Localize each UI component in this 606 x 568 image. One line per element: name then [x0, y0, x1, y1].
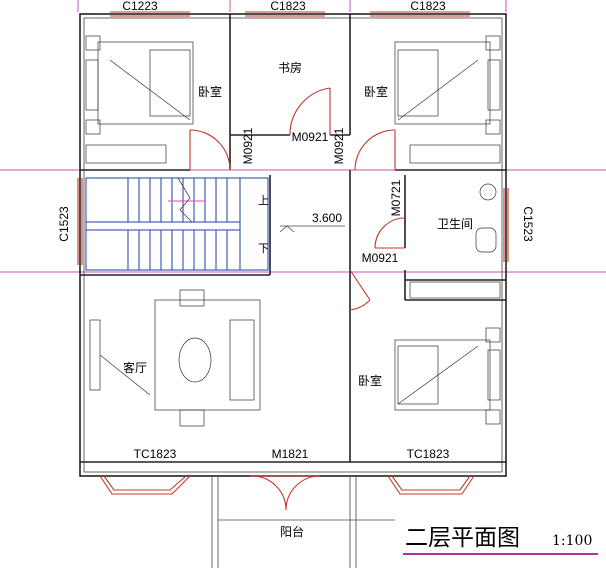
door-codes: M0921 M0921 M0921 M0721 M0921 M1821	[241, 127, 403, 461]
window-code-top-right: C1823	[410, 0, 446, 13]
interior-walls	[80, 14, 506, 463]
door-swings	[189, 87, 406, 311]
door-code-bathroom: M0721	[389, 179, 403, 216]
plan-scale: 1:100	[552, 533, 592, 549]
window-code-bottom-left: TC1823	[134, 447, 177, 461]
room-label-balcony: 阳台	[280, 524, 304, 539]
door-code-bedroom-se: M0921	[362, 251, 399, 265]
bed-se	[394, 327, 501, 425]
windows	[77, 11, 509, 495]
door-code-study: M0921	[292, 130, 329, 144]
outer-walls	[79, 13, 507, 477]
room-label-living: 客厅	[123, 360, 147, 375]
stair-down-label: 下	[258, 242, 269, 255]
balcony-outline	[211, 475, 395, 568]
window-code-right: C1523	[521, 206, 535, 242]
window-codes: C1223 C1823 C1823 C1523 C1523 TC1823 TC1…	[57, 0, 535, 461]
door-code-bedroom-nw: M0921	[241, 127, 255, 164]
bed-nw	[85, 35, 194, 135]
elevation-label: 3.600	[312, 211, 342, 225]
window-code-top-mid: C1823	[270, 0, 306, 13]
door-code-bedroom-ne: M0921	[332, 127, 346, 164]
room-label-bedroom-nw: 卧室	[198, 84, 222, 99]
bathroom-fixtures	[475, 183, 497, 253]
plan-title: 二层平面图	[405, 525, 520, 551]
window-code-bottom-right: TC1823	[407, 447, 450, 461]
bed-ne	[394, 35, 501, 135]
drawing-title: 二层平面图 1:100	[403, 525, 598, 555]
room-label-bedroom-ne: 卧室	[364, 84, 388, 99]
window-code-top-left: C1223	[122, 0, 158, 13]
wardrobes	[85, 144, 501, 299]
stair-up-label: 上	[258, 194, 269, 207]
stair	[85, 177, 269, 271]
room-label-bedroom-se: 卧室	[358, 373, 382, 388]
room-label-bathroom: 卫生间	[437, 217, 473, 231]
living-furniture	[89, 289, 261, 427]
window-code-left: C1523	[57, 206, 71, 242]
room-labels: 卧室 书房 卧室 卫生间 客厅 卧室 阳台	[123, 60, 473, 539]
door-code-balcony: M1821	[272, 447, 309, 461]
elevation-marker: 3.600	[279, 211, 345, 233]
room-label-study: 书房	[278, 60, 302, 75]
